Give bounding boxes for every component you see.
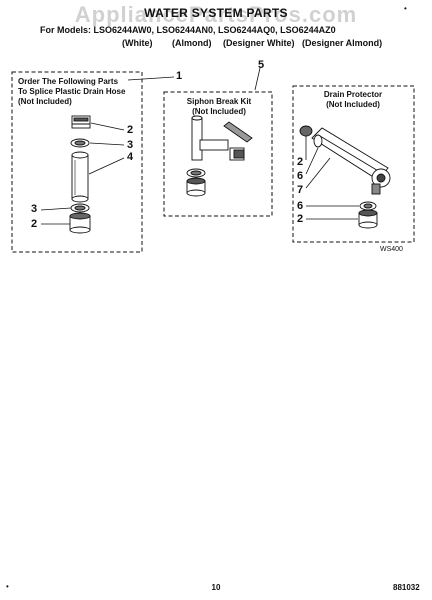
drain-cap-part (358, 209, 378, 229)
callout-line-5 (254, 67, 261, 91)
drain-part-number-2-top: 2 (297, 156, 304, 168)
part-number-3-top: 3 (127, 139, 134, 151)
splice-panel-label: Order The Following Parts To Splice Plas… (18, 77, 125, 107)
drain-part-number-7: 7 (297, 184, 304, 196)
color-designer-almond: (Designer Almond) (302, 38, 383, 48)
part-number-2-bottom: 2 (31, 218, 38, 230)
siphon-label-line-1: Siphon Break Kit (186, 97, 252, 106)
leader-drain-7 (305, 157, 331, 189)
drain-part-number-6-bottom: 6 (297, 200, 304, 212)
drain-part-number-2-bottom: 2 (297, 213, 304, 225)
drain-washer-top-part (313, 134, 323, 148)
model-list: For Models: LSO6244AW0, LSO6244AN0, LSO6… (40, 25, 336, 35)
drain-label-line-1: Drain Protector (323, 90, 383, 99)
clamp-bottom-part (69, 212, 91, 234)
siphon-panel-border (163, 91, 273, 217)
watermark: AppliancePartsPros.com (74, 2, 358, 27)
part-number-2-top: 2 (127, 124, 134, 136)
drain-nut-part (299, 125, 313, 137)
footer-mark: • (6, 582, 9, 591)
connector-tube-part (71, 151, 89, 203)
drain-protector-parts (299, 125, 391, 229)
clamp-top-part (71, 115, 91, 129)
leader-2-top (90, 122, 125, 131)
siphon-tee-part (191, 115, 229, 161)
page-title: WATER SYSTEM PARTS (144, 6, 288, 20)
document-number: 881032 (393, 583, 420, 592)
callout-number-5: 5 (258, 59, 265, 71)
color-almond: (Almond) (172, 38, 212, 48)
splice-label-line-3: (Not Included) (18, 97, 72, 106)
color-white: (White) (122, 38, 153, 48)
siphon-label-line-2: (Not Included) (192, 107, 246, 116)
siphon-panel-label: Siphon Break Kit (Not Included) (174, 97, 264, 117)
part-number-3-bottom: 3 (31, 203, 38, 215)
page-number: 10 (211, 583, 221, 592)
leader-3-bottom (40, 207, 72, 211)
leader-3-top (89, 142, 125, 146)
drain-panel-border (292, 85, 415, 243)
drain-protector-body-part (311, 127, 391, 195)
siphon-parts (186, 115, 253, 197)
splice-label-line-2: To Splice Plastic Drain Hose (18, 87, 126, 96)
color-designer-white: (Designer White) (223, 38, 295, 48)
callout-line-1 (127, 76, 175, 81)
drain-label-line-2: (Not Included) (326, 100, 380, 109)
leader-drain-6-top (305, 147, 319, 175)
siphon-fitting-part (229, 147, 245, 161)
splice-label-line-1: Order The Following Parts (18, 77, 119, 86)
drain-diagram-code: WS400 (380, 246, 403, 253)
drain-part-number-6-top: 6 (297, 170, 304, 182)
splice-panel-border (11, 71, 143, 253)
callout-number-1: 1 (176, 70, 183, 82)
part-number-4: 4 (127, 151, 134, 163)
drain-panel-label: Drain Protector (Not Included) (303, 90, 403, 110)
siphon-cap-part (186, 177, 206, 197)
splice-parts (69, 115, 91, 234)
siphon-tube-part (223, 121, 253, 143)
leader-4 (88, 157, 125, 175)
corner-mark: • (404, 4, 407, 13)
